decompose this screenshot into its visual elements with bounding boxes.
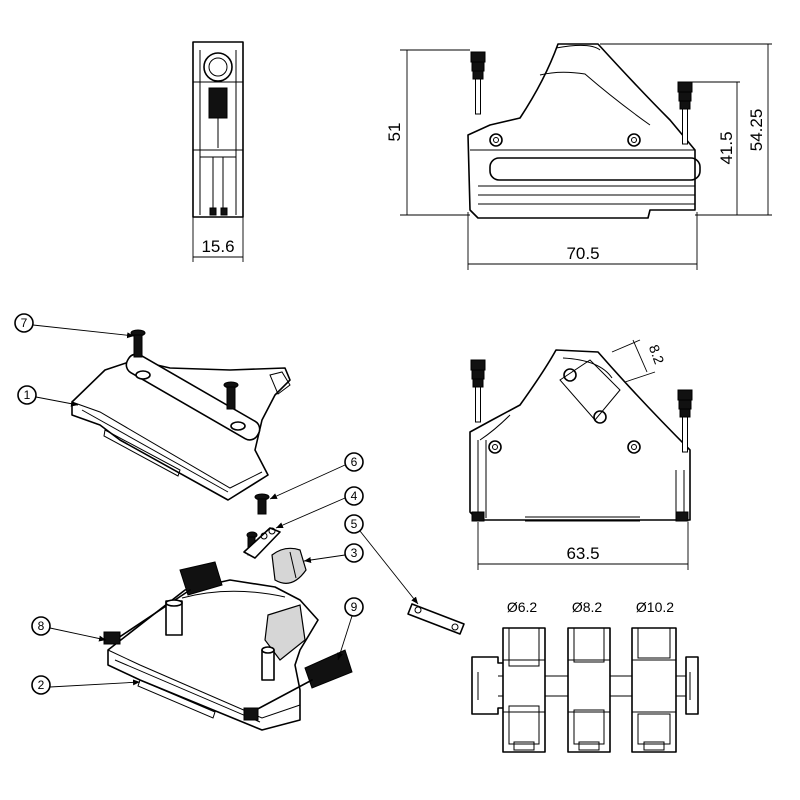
diameter-label-3: Ø10.2 [636, 599, 674, 615]
callout-8: 8 [31, 616, 107, 642]
height-mid-label: 41.5 [717, 131, 736, 164]
callout-1-label: 1 [24, 388, 31, 402]
callout-5-label: 5 [351, 517, 358, 531]
part-3-strain-relief [271, 547, 307, 584]
dimension-overall-width: 70.5 [467, 212, 698, 270]
callout-4: 4 [275, 486, 364, 529]
callout-9-label: 9 [351, 600, 358, 614]
callout-7-label: 7 [21, 316, 28, 330]
dimension-base-width: 63.5 [477, 522, 689, 570]
exploded-view [71, 329, 465, 731]
height-left-label: 51 [385, 123, 404, 142]
part-4-clamp [243, 527, 281, 559]
callout-6: 6 [269, 452, 364, 500]
dimension-cable-width: 8.2 [611, 339, 668, 383]
callout-9: 9 [337, 597, 364, 661]
height-right-label: 54.25 [747, 109, 766, 152]
callout-3: 3 [303, 543, 364, 563]
screw-6 [254, 493, 270, 515]
cable-width-label: 8.2 [646, 342, 668, 366]
side-view [192, 41, 244, 218]
diameter-label-2: Ø8.2 [572, 599, 603, 615]
callout-3-label: 3 [351, 546, 358, 560]
dimension-height-mid: 41.5 [690, 81, 740, 216]
callout-1: 1 [17, 385, 79, 407]
overall-width-label: 70.5 [566, 244, 599, 263]
dimension-side-width: 15.6 [192, 217, 244, 262]
clamp-option-3 [631, 627, 677, 753]
cable-clamp-options: Ø6.2 Ø8.2 Ø10.2 [471, 599, 699, 753]
front-view [467, 43, 701, 219]
callout-4-label: 4 [351, 489, 358, 503]
callout-2-label: 2 [38, 678, 45, 692]
callout-2: 2 [31, 675, 141, 695]
part-cover [71, 353, 291, 501]
dimension-height-right: 54.25 [600, 43, 772, 216]
base-width-label: 63.5 [566, 544, 599, 563]
callout-6-label: 6 [351, 455, 358, 469]
clamp-option-2 [567, 627, 611, 753]
side-width-label: 15.6 [201, 237, 234, 256]
callouts: 7 1 6 4 5 3 8 [14, 313, 419, 695]
clamp-option-1 [502, 627, 546, 753]
part-5-strap [407, 603, 465, 635]
callout-7: 7 [14, 313, 135, 339]
diameter-label-1: Ø6.2 [507, 599, 538, 615]
dimension-height-left: 51 [385, 49, 470, 216]
screw-7 [130, 329, 239, 410]
callout-5: 5 [344, 514, 419, 605]
callout-8-label: 8 [38, 619, 45, 633]
part-base [107, 579, 319, 731]
part-8-jackscrew [103, 561, 223, 645]
internal-view [469, 349, 693, 522]
